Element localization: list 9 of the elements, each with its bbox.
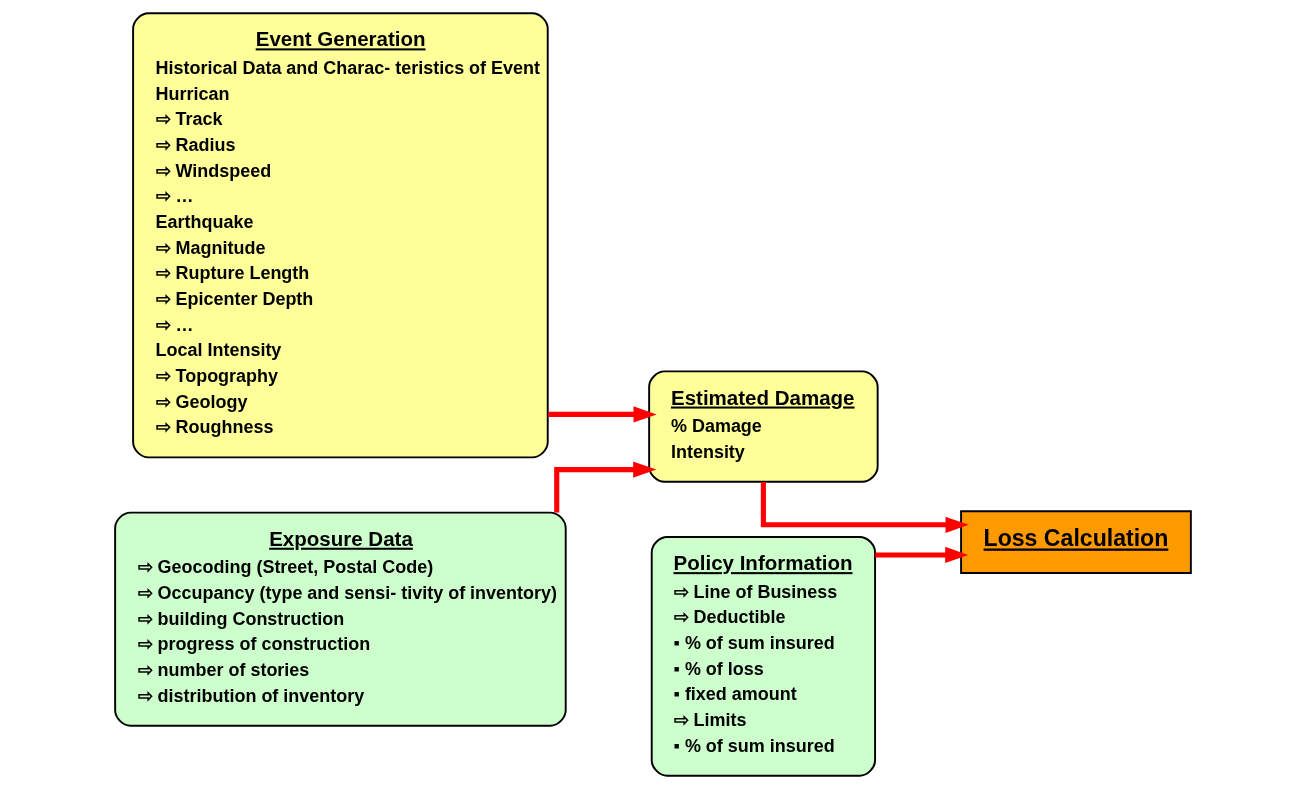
node-box: Event Generation Historical Data and Charac- teristics of Event Hurrican ⇨ Track ⇨ Radius ⇨ Windspeed ⇨ … Earthquake ⇨ Magnitude ⇨ Rupture Length ⇨ Epicenter Depth ⇨ … Local Intensity ⇨ Topography ⇨ Geology ⇨ Roughness	[131, 12, 549, 459]
arrow	[760, 482, 969, 533]
arrow	[547, 406, 657, 423]
node-box: Exposure Data ⇨ Geocoding (Street, Postal Code) ⇨ Occupancy (type and sensi- tivity of inventory) ⇨ building Construction ⇨ progress of construction ⇨ number of stories ⇨ distribution of inventory	[113, 511, 567, 727]
arrow	[553, 461, 656, 513]
node-box: Policy Information ⇨ Line of Business ⇨ Deductible ▪ % of sum insured ▪ % of loss ▪ fixed amount ⇨ Limits ▪ % of sum insured	[650, 536, 876, 777]
node-box: Loss Calculation	[959, 510, 1192, 574]
node-box: Estimated Damage % Damage Intensity	[647, 370, 879, 483]
arrow	[874, 546, 968, 564]
